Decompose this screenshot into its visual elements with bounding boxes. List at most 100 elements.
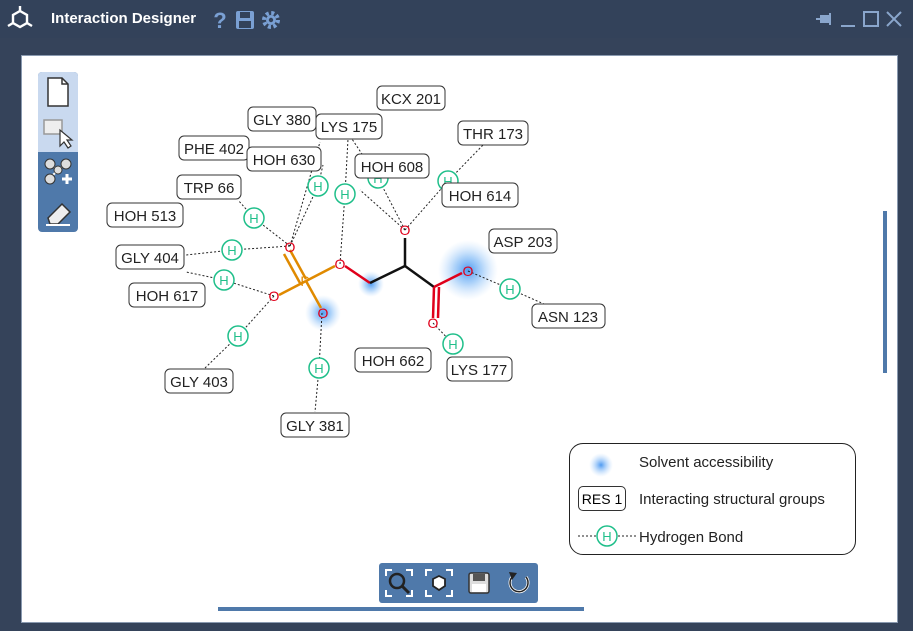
residue-label[interactable]: TRP 66 xyxy=(176,174,242,200)
svg-text:ASP 203: ASP 203 xyxy=(494,234,553,251)
svg-text:LYS 177: LYS 177 xyxy=(451,362,507,379)
svg-text:H: H xyxy=(313,179,322,194)
residue-label[interactable]: GLY 381 xyxy=(280,412,350,438)
save-icon[interactable] xyxy=(234,9,256,31)
oxygen-atom: O xyxy=(400,222,411,238)
svg-text:PHE 402: PHE 402 xyxy=(184,141,244,158)
svg-text:H: H xyxy=(340,187,349,202)
residue-label[interactable]: HOH 617 xyxy=(128,282,206,308)
hbond-marker: H xyxy=(334,183,356,205)
svg-text:HOH 662: HOH 662 xyxy=(362,353,425,370)
residue-label[interactable]: LYS 177 xyxy=(446,356,513,382)
reset-view-icon[interactable] xyxy=(503,567,535,599)
save-image-icon[interactable] xyxy=(463,567,495,599)
hbond-marker: H xyxy=(213,269,235,291)
phosphorus-atom: P xyxy=(300,273,309,289)
legend-solvent-text: Solvent accessibility xyxy=(639,454,774,471)
oxygen-atom: O xyxy=(428,315,439,331)
svg-text:H: H xyxy=(219,273,228,288)
app-logo-icon xyxy=(7,6,33,29)
svg-text:GLY 381: GLY 381 xyxy=(286,418,344,435)
add-molecule-button[interactable] xyxy=(38,152,78,192)
oxygen-atom: O xyxy=(463,263,474,279)
help-icon[interactable]: ? xyxy=(209,9,231,31)
solvent-blob xyxy=(438,240,498,300)
svg-text:GLY 380: GLY 380 xyxy=(253,112,311,129)
center-molecule-icon[interactable] xyxy=(423,567,455,599)
horizontal-scrollbar[interactable] xyxy=(218,607,584,611)
legend-res-sample: RES 1 xyxy=(578,486,626,511)
hbond-marker: H xyxy=(442,333,464,355)
hbond-marker: H xyxy=(243,207,265,229)
legend-hbond-text: Hydrogen Bond xyxy=(639,529,744,546)
oxygen-atom: O xyxy=(335,256,346,272)
legend: Solvent accessibility RES 1 Interacting … xyxy=(569,443,856,555)
svg-text:H: H xyxy=(448,337,457,352)
tool-palette xyxy=(38,72,78,232)
oxygen-atom: O xyxy=(269,288,280,304)
residue-label[interactable]: GLY 380 xyxy=(247,106,317,132)
hbond-marker: H xyxy=(307,175,329,197)
svg-text:HOH 608: HOH 608 xyxy=(361,159,424,176)
solvent-blob xyxy=(358,271,384,297)
svg-text:H: H xyxy=(443,174,452,189)
vertical-scrollbar[interactable] xyxy=(883,211,887,373)
oxygen-atom: O xyxy=(285,239,296,255)
residue-label[interactable]: HOH 513 xyxy=(106,202,184,228)
residue-label[interactable]: ASP 203 xyxy=(488,228,558,254)
add-molecule-icon xyxy=(44,158,72,185)
hbond-marker: H xyxy=(221,239,243,261)
residue-label[interactable]: THR 173 xyxy=(457,120,529,146)
svg-text:KCX 201: KCX 201 xyxy=(381,91,441,108)
residue-label[interactable]: PHE 402 xyxy=(178,135,250,161)
residue-label[interactable]: HOH 614 xyxy=(441,182,519,208)
residue-label[interactable]: ASN 123 xyxy=(531,303,606,329)
svg-text:ASN 123: ASN 123 xyxy=(538,309,598,326)
residue-label[interactable]: LYS 175 xyxy=(315,113,383,140)
svg-text:HOH 630: HOH 630 xyxy=(253,152,316,169)
settings-gear-icon[interactable] xyxy=(260,9,282,31)
residue-label[interactable]: GLY 404 xyxy=(115,244,185,270)
svg-text:H: H xyxy=(602,529,611,544)
svg-text:H: H xyxy=(233,329,242,344)
hbond-marker: H xyxy=(227,325,249,347)
svg-text:HOH 614: HOH 614 xyxy=(449,188,512,205)
hbond-marker: H xyxy=(308,357,330,379)
svg-text:H: H xyxy=(314,361,323,376)
hbond-marker: H xyxy=(499,278,521,300)
svg-text:HOH 617: HOH 617 xyxy=(136,288,199,305)
eraser-button[interactable] xyxy=(38,192,78,232)
residue-label[interactable]: KCX 201 xyxy=(376,85,446,111)
oxygen-atom: O xyxy=(318,305,329,321)
residue-label[interactable]: HOH 630 xyxy=(246,146,322,172)
eraser-icon xyxy=(46,202,72,226)
svg-text:?: ? xyxy=(213,9,226,31)
svg-text:GLY 403: GLY 403 xyxy=(170,374,228,391)
maximize-icon[interactable] xyxy=(861,9,881,29)
solvent-legend-icon xyxy=(589,453,613,477)
new-document-button[interactable] xyxy=(38,72,78,112)
new-document-icon xyxy=(47,77,69,107)
bottom-toolbar xyxy=(379,563,538,603)
close-icon[interactable] xyxy=(884,9,904,29)
title-bar: Interaction Designer ? xyxy=(0,0,913,38)
residue-label[interactable]: GLY 403 xyxy=(164,368,234,394)
select-tool-button[interactable] xyxy=(38,112,78,152)
window-title: Interaction Designer xyxy=(51,10,197,27)
svg-text:H: H xyxy=(505,282,514,297)
pin-icon[interactable] xyxy=(815,9,835,29)
svg-text:TRP 66: TRP 66 xyxy=(184,180,235,197)
residue-label[interactable]: HOH 662 xyxy=(354,347,432,373)
zoom-fit-icon[interactable] xyxy=(383,567,415,599)
legend-groups-text: Interacting structural groups xyxy=(639,491,825,508)
svg-text:THR 173: THR 173 xyxy=(463,126,523,143)
solvent-blob xyxy=(305,295,341,331)
residue-label[interactable]: HOH 608 xyxy=(354,153,430,179)
svg-text:H: H xyxy=(227,243,236,258)
svg-text:LYS 175: LYS 175 xyxy=(321,119,377,136)
svg-text:GLY 404: GLY 404 xyxy=(121,250,179,267)
select-cursor-icon xyxy=(43,119,74,149)
svg-text:H: H xyxy=(249,211,258,226)
minimize-icon[interactable] xyxy=(838,9,858,29)
